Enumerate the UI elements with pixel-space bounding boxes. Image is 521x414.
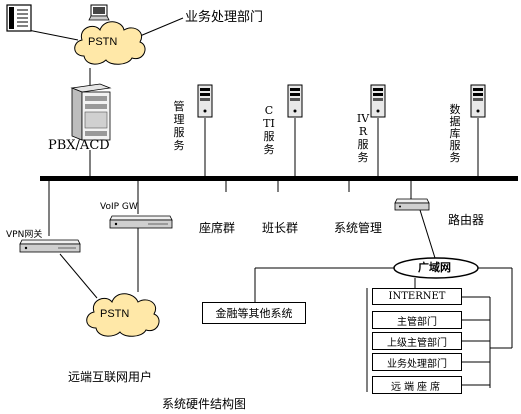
seat-group-label: 座席群 (199, 221, 236, 235)
voip-gateway-label: VoIP GW (100, 202, 138, 212)
team-leader-group-label: 班长群 (262, 221, 299, 235)
db-service-label: 数据库服务 (449, 103, 461, 164)
pstn-bottom-label: PSTN (100, 308, 130, 320)
wan-label: 广域网 (418, 261, 451, 274)
finance-system-box: 金融等其他系统 (202, 302, 306, 324)
biz-processing-label: 业务处理部门 (387, 358, 447, 370)
wan-ellipse (393, 257, 479, 279)
vpn-gateway-label: VPN网关 (6, 230, 43, 240)
remote-seats-label: 远端座席 (391, 381, 443, 393)
remote-seats-box: 远端座席 (372, 376, 462, 394)
pstn-cloud-top (74, 21, 146, 65)
sys-mgmt-label: 系统管理 (334, 221, 383, 235)
pbx-acd-label: PBX/ACD (48, 138, 110, 153)
biz-processing-box: 业务处理部门 (372, 353, 462, 371)
upper-supervisor-label: 上级主管部门 (387, 337, 447, 349)
router-label: 路由器 (448, 213, 485, 227)
finance-system-label: 金融等其他系统 (215, 307, 293, 320)
supervisor-label: 主管部门 (397, 316, 437, 328)
ivr-service-label: IVR服务 (356, 112, 370, 164)
biz-dept-label: 业务处理部门 (185, 10, 264, 25)
mgmt-server-icon (197, 84, 213, 118)
pstn-top-label: PSTN (88, 36, 118, 48)
internet-box: INTERNET (372, 288, 462, 305)
mgmt-service-label: 管理服务 (173, 100, 185, 152)
vpn-gateway-icon (19, 239, 81, 253)
laptop-icon (88, 4, 110, 21)
network-bus (40, 176, 518, 181)
remote-internet-users-label: 远端互联网用户 (68, 370, 153, 384)
cti-service-label: CTI服务 (263, 104, 275, 156)
telephone-icon (6, 4, 32, 32)
pstn-cloud-bottom (86, 293, 160, 337)
voip-gateway-icon (109, 215, 173, 229)
db-server-icon (470, 84, 486, 118)
cti-server-icon (287, 84, 303, 118)
ivr-server-icon (370, 84, 386, 118)
upper-supervisor-box: 上级主管部门 (372, 332, 462, 350)
supervisor-box: 主管部门 (372, 311, 462, 329)
diagram-caption: 系统硬件结构图 (162, 397, 247, 411)
pbx-server-icon (70, 83, 112, 141)
internet-label: INTERNET (388, 291, 446, 302)
router-icon (394, 198, 430, 211)
